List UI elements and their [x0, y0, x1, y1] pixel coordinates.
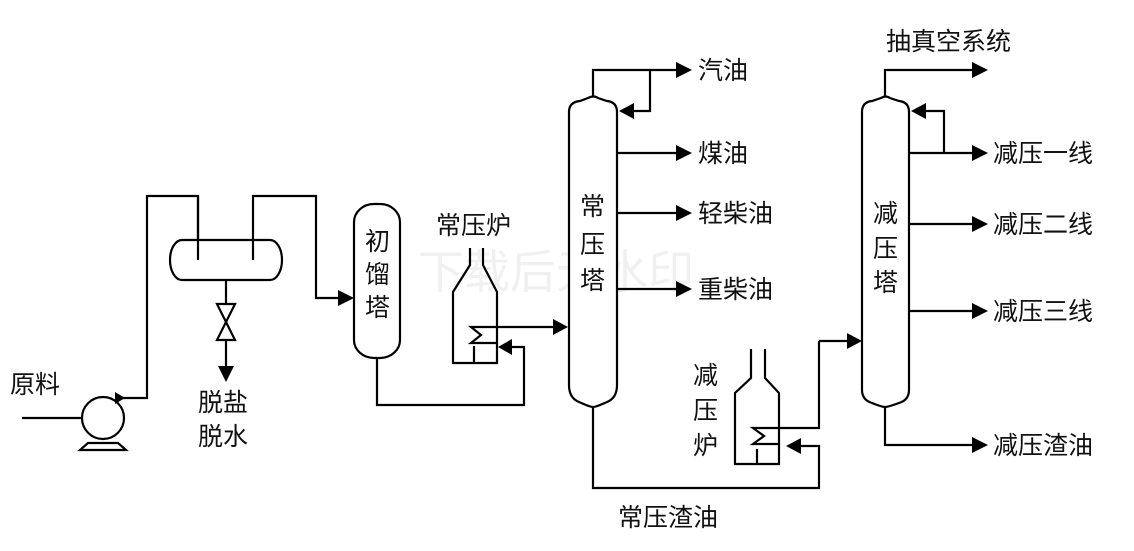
furnace-inlet-arrow	[498, 339, 512, 355]
vac-line3-label: 减压三线	[993, 297, 1093, 326]
atm-tower-label-char: 常	[580, 192, 605, 221]
atm-furnace-label: 常压炉	[436, 211, 511, 240]
vac-furnace-coil	[749, 341, 821, 446]
pre-flash-tower: 初 馏 塔	[352, 202, 526, 407]
vac-reflux-line	[920, 109, 946, 153]
vac-furnace-inlet-arrow	[786, 438, 801, 454]
watermark: 下载后无水印	[418, 245, 694, 299]
preflash-label-char: 馏	[365, 260, 390, 289]
vac-furnace-label-char: 炉	[693, 431, 718, 460]
vac-tower-inlet-arrow	[847, 333, 862, 349]
atm-tower-label-char: 塔	[580, 266, 605, 295]
preflash-inlet-arrow	[338, 290, 354, 306]
vac-tower-label-char: 减	[873, 199, 898, 228]
vacuum-system-line	[883, 68, 975, 97]
desalt-label-2: 脱水	[198, 422, 248, 451]
preflash-bottoms-line	[375, 345, 526, 407]
vac-tower-label-char: 压	[873, 234, 898, 263]
vacuum-tower: 减 压 塔	[860, 62, 988, 453]
vac-line3-arrow	[972, 303, 988, 319]
vac-line2-arrow	[972, 216, 988, 232]
atm-reflux-arrow	[619, 103, 634, 119]
atm-residue-label: 常压渣油	[618, 503, 718, 532]
vac-furnace-label-char: 减	[693, 361, 718, 390]
atm-furnace-coil	[467, 325, 558, 345]
vac-residue-line	[883, 407, 975, 447]
preflash-label-char: 初	[365, 227, 390, 256]
drain-valve	[215, 302, 237, 342]
vac-line1-label: 减压一线	[993, 139, 1093, 168]
pump-body	[80, 395, 126, 441]
desalter-vessel	[168, 238, 284, 282]
heavy-diesel-arrow	[676, 281, 692, 297]
vac-tower-vessel	[860, 95, 911, 409]
vac-furnace-label-char: 压	[693, 396, 718, 425]
atm-tower-vessel	[567, 95, 619, 409]
desalter-to-preflash-line	[251, 194, 345, 300]
kerosene-label: 煤油	[698, 139, 748, 168]
vacuum-system-label: 抽真空系统	[886, 27, 1011, 56]
feed-pump	[22, 194, 200, 452]
atm-residue-line	[591, 407, 821, 490]
vac-residue-label: 减压渣油	[993, 431, 1093, 460]
heavy-diesel-label: 重柴油	[698, 275, 773, 304]
preflash-label-char: 塔	[365, 293, 390, 322]
atmospheric-furnace	[451, 248, 568, 365]
atm-reflux-line	[628, 70, 652, 113]
vac-residue-arrow	[972, 437, 988, 453]
pump-base	[77, 441, 129, 452]
atmospheric-tower: 常 压 塔	[567, 62, 821, 490]
gasoline-line	[591, 68, 680, 97]
feed-label: 原料	[10, 370, 60, 399]
vac-line2-label: 减压二线	[993, 210, 1093, 239]
vacuum-furnace	[733, 333, 862, 466]
atm-tower-label-char: 压	[580, 230, 605, 259]
vac-reflux-arrow	[911, 103, 926, 119]
light-diesel-label: 轻柴油	[698, 199, 773, 228]
vac-line1-arrow	[972, 145, 988, 161]
gasoline-label: 汽油	[698, 56, 748, 85]
kerosene-arrow	[676, 145, 692, 161]
pump-to-desalter-line	[122, 194, 200, 400]
pump-outlet-arrow	[115, 392, 125, 404]
vacuum-system-arrow	[972, 62, 988, 78]
drain-arrow	[218, 366, 234, 382]
vac-furnace-body	[733, 349, 781, 466]
atm-tower-inlet-arrow	[553, 319, 568, 335]
gasoline-arrow	[676, 62, 692, 78]
vac-tower-label-char: 塔	[873, 268, 898, 297]
light-diesel-arrow	[676, 205, 692, 221]
desalter	[168, 194, 354, 382]
desalt-label-1: 脱盐	[198, 388, 248, 417]
